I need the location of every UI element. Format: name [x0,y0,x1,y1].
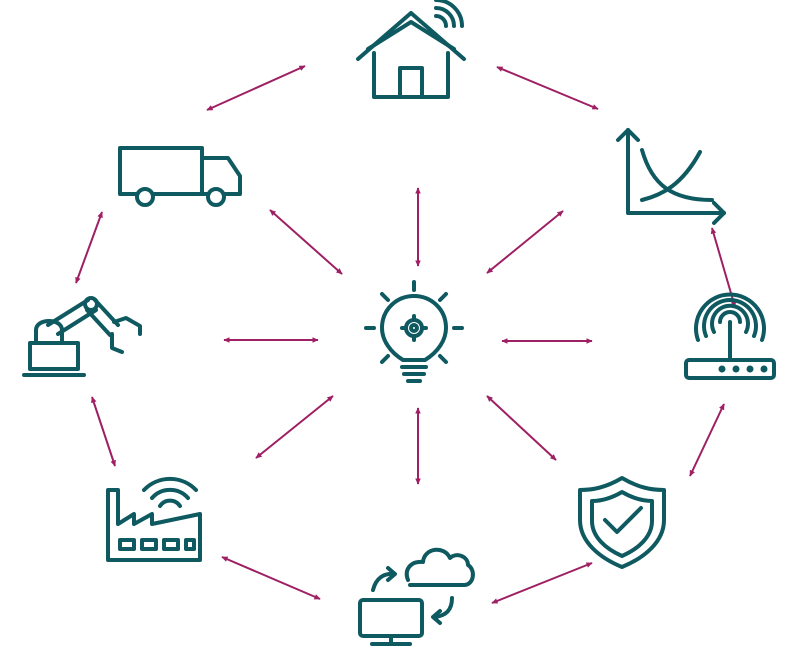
arrow-factory-robotics [91,396,116,467]
arrow-hub-analytics [486,210,564,274]
arrow-robotics-logistics [75,211,103,284]
arrow-smart-home-analytics [496,66,599,110]
lightbulb-gear-icon [364,280,464,383]
truck-icon [118,146,242,207]
robot-arm-icon [22,296,142,377]
arrow-cloud-factory [221,556,321,600]
arrow-security-cloud [491,562,593,604]
factory-wifi-icon [106,476,202,562]
arrow-logistics-smart-home [206,65,306,111]
arrow-hub-security [486,395,557,461]
house-wifi-icon [356,0,466,99]
cloud-monitor-sync-icon [358,547,475,646]
arrow-hub-logistics [269,209,343,275]
connection-arrows [75,65,737,604]
wifi-router-icon [684,292,776,380]
arrow-router-security [689,403,725,477]
shield-check-icon [578,476,666,569]
arrow-hub-factory [255,395,334,459]
line-chart-icon [616,128,726,225]
